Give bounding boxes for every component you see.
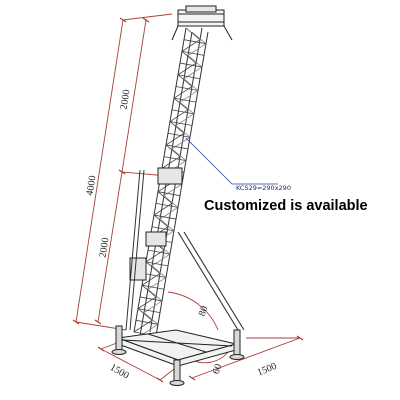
lattice-diagonal-rear [179,90,199,103]
lattice-diagonal-rear [183,66,203,80]
lattice-diagonal-rear [143,300,163,313]
lattice-diagonal [157,191,173,204]
dim-base-left: 1500 [108,362,131,382]
lattice-diagonal [181,39,201,52]
lattice-diagonal [145,249,165,263]
lattice-diagonal [173,86,193,99]
lattice-diagonal [153,214,169,228]
lattice-rung [137,308,161,314]
lattice-diagonal [145,261,161,274]
dim-base-right: 1500 [256,361,279,379]
lattice-diagonal-rear [143,312,159,325]
lattice-rung [181,50,205,56]
sleeve-rail [125,169,145,331]
lattice-diagonal-rear [175,113,195,126]
lattice-diagonal-rear [171,148,187,161]
lattice-diagonal [153,203,173,216]
lattice-diagonal [165,144,181,157]
lattice-rung [167,132,191,138]
truss-joints [129,167,183,281]
lattice-diagonal-rear [179,101,195,115]
truss-spec-label: KCS29=290x290 [236,184,291,192]
lattice-rung [145,261,169,267]
lattice-diagonal [177,62,197,76]
lattice-rung [151,226,175,232]
tower-head [171,5,233,41]
lattice-rung [153,214,177,220]
lattice-diagonal-rear [147,277,167,290]
lattice-diagonal-rear [151,265,167,278]
lattice-diagonal-rear [183,78,199,91]
dim-lower-height: 2000 [98,237,112,258]
dimension-ticks [72,17,304,383]
lattice-diagonal-rear [191,31,207,44]
dim-angle-80: 80 [197,305,211,318]
lattice-diagonal [141,284,157,298]
caption-text: Customized is available [204,198,368,214]
lattice-rung [157,191,181,197]
lattice-diagonal-rear [147,288,163,302]
dimension-lines [75,13,301,381]
lattice-rung [143,273,167,278]
lattice-diagonal-rear [159,218,175,232]
lattice-diagonal-rear [187,43,207,56]
lattice-diagonal [137,308,153,321]
lattice-rung [163,156,187,162]
lattice-diagonal [173,97,189,111]
lattice-diagonal [169,121,185,134]
dim-upper-height: 2000 [119,89,133,110]
spec-leader [185,137,278,185]
lattice-diagonal [177,74,193,87]
lattice-diagonal-rear [151,253,171,267]
lattice-rung [147,249,171,255]
base-jacks [111,325,245,386]
lattice-diagonal-rear [163,195,179,208]
lattice-rung [141,284,165,290]
dim-angle-60: 60 [211,363,225,376]
lattice-diagonal [181,51,197,64]
lattice-diagonal [141,273,161,286]
lattice-rung [135,319,159,325]
lattice-diagonal [137,296,157,309]
lattice-diagonal [161,156,181,169]
lattice-rung [169,121,193,126]
lattice-diagonal-rear [159,207,179,220]
lattice-rung [139,296,163,302]
lattice-rung [165,144,189,150]
lattice-rung [177,74,201,80]
lattice-rung [173,97,197,103]
lattice-diagonal-rear [163,183,183,197]
lattice-diagonal-rear [187,55,203,68]
lattice-diagonal [133,319,153,333]
lattice-diagonal-rear [175,125,191,138]
lattice-rung [175,86,199,91]
dim-total-height: 4000 [85,175,99,196]
lattice-diagonal [185,27,201,40]
lattice-rung [183,39,207,45]
lattice-rung [171,109,195,115]
outrigger-brace [177,231,245,331]
lattice-rung [179,62,203,68]
lattice-rung [155,202,179,208]
lattice-diagonal [169,109,189,122]
lattice-diagonal [165,132,185,146]
